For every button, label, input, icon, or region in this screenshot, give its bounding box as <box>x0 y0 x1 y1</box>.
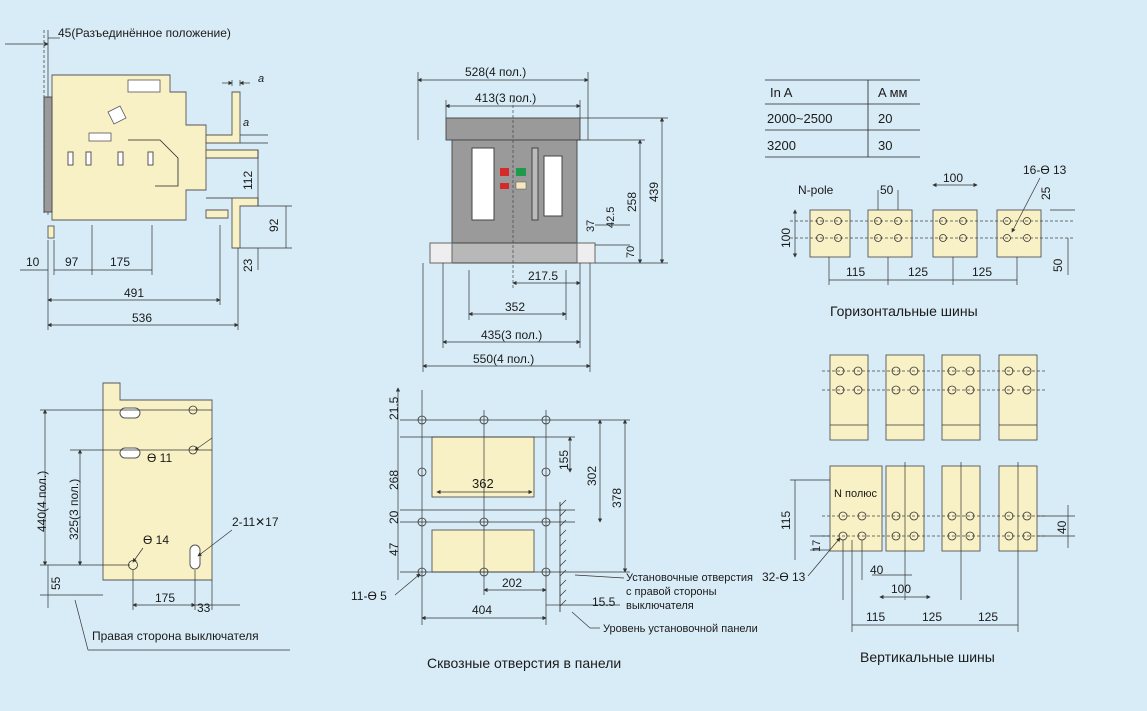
label-23: 23 <box>241 258 255 272</box>
label-h115: 115 <box>846 265 865 279</box>
label-37: 37 <box>585 220 597 232</box>
label-h125b: 125 <box>972 265 992 279</box>
label-v40a: 40 <box>870 563 884 577</box>
label-378: 378 <box>610 488 624 508</box>
table-header-a: A мм <box>878 85 908 100</box>
current-table: In A A мм 2000~2500 20 3200 30 <box>765 79 920 158</box>
label-404: 404 <box>472 603 492 617</box>
label-h100a: 100 <box>943 171 963 185</box>
label-right-side: Правая сторона выключателя <box>92 629 259 643</box>
mounting-side-view: 440(4 пол.) 325(3 пол.) Ө 11 Ө 14 2-11✕1… <box>35 382 290 651</box>
label-h100b: 100 <box>779 228 793 248</box>
label-a2: a <box>243 117 249 129</box>
table-cell-r1c2: 20 <box>878 111 892 126</box>
label-491: 491 <box>124 286 144 300</box>
label-d11: Ө 11 <box>147 451 172 465</box>
table-cell-r2c2: 30 <box>878 138 892 153</box>
label-362: 362 <box>472 476 494 491</box>
label-npole: N-pole <box>798 183 834 197</box>
side-view: 45(Разъединённое положение) a a 112 92 <box>5 26 292 330</box>
label-112: 112 <box>241 171 255 190</box>
label-175a: 175 <box>110 255 130 269</box>
label-217-5: 217.5 <box>528 269 558 283</box>
label-h25: 25 <box>1039 186 1053 200</box>
label-70: 70 <box>625 246 637 258</box>
label-435: 435(3 пол.) <box>481 328 542 342</box>
caption-horizontal: Горизонтальные шины <box>830 303 978 319</box>
label-v32: 32-Ө 13 <box>762 570 806 584</box>
label-holes11: 11-Ө 5 <box>351 589 387 603</box>
table-header-current: In A <box>770 85 793 100</box>
label-disconnected: 45(Разъединённое положение) <box>58 26 231 40</box>
front-view: 528(4 пол.) 413(3 пол.) 258 439 37 42.5 … <box>417 65 668 372</box>
label-352: 352 <box>505 300 525 314</box>
label-55: 55 <box>49 576 63 590</box>
label-92: 92 <box>267 218 281 232</box>
label-155: 155 <box>557 450 571 470</box>
label-10: 10 <box>26 255 40 269</box>
label-413: 413(3 пол.) <box>475 91 536 105</box>
label-h50b: 50 <box>1051 258 1065 272</box>
horizontal-busbars: N-pole 50 100 16-Ө 13 25 100 50 115 125 … <box>779 163 1075 319</box>
label-47: 47 <box>387 542 401 556</box>
label-v125b: 125 <box>978 610 998 624</box>
label-npolus: N полюс <box>834 488 878 500</box>
label-97: 97 <box>65 255 79 269</box>
label-v100: 100 <box>891 582 911 596</box>
label-h16: 16-Ө 13 <box>1023 163 1067 177</box>
label-550: 550(4 пол.) <box>473 352 534 366</box>
label-a1: a <box>258 73 264 85</box>
label-268: 268 <box>387 470 401 490</box>
label-20: 20 <box>387 510 401 524</box>
label-42-5: 42.5 <box>605 207 617 228</box>
label-302: 302 <box>585 466 599 486</box>
table-cell-r2c1: 3200 <box>767 138 796 153</box>
label-258: 258 <box>625 192 639 212</box>
label-325: 325(3 пол.) <box>67 479 81 540</box>
caption-vertical: Вертикальные шины <box>860 649 995 665</box>
label-439: 439 <box>647 182 661 202</box>
label-d14: Ө 14 <box>143 533 169 547</box>
label-528: 528(4 пол.) <box>465 65 526 79</box>
label-v40b: 40 <box>1055 520 1069 534</box>
label-mount-holes-1: Установочные отверстия <box>626 572 753 584</box>
label-440: 440(4 пол.) <box>35 471 49 532</box>
label-mount-holes-2: с правой стороны <box>626 586 717 598</box>
label-panel-level: Уровень установочной панели <box>603 623 758 635</box>
caption-panel: Сквозные отверстия в панели <box>427 655 621 671</box>
label-v125a: 125 <box>922 610 942 624</box>
panel-cutout: 21.5 268 20 47 155 302 378 362 202 404 1… <box>351 387 758 671</box>
label-21-5: 21.5 <box>387 396 401 420</box>
table-cell-r1c1: 2000~2500 <box>767 111 832 126</box>
vertical-busbars: N полюс 115 17 40 40 100 32-Ө 13 115 125… <box>762 354 1075 665</box>
label-v17: 17 <box>811 540 823 552</box>
label-mount-holes-3: выключателя <box>626 600 694 612</box>
label-h125a: 125 <box>908 265 928 279</box>
label-slot: 2-11✕17 <box>232 515 279 529</box>
label-202: 202 <box>502 576 522 590</box>
label-33: 33 <box>197 601 211 615</box>
label-v115b: 115 <box>866 610 885 624</box>
label-h50a: 50 <box>880 183 894 197</box>
label-175b: 175 <box>155 591 175 605</box>
label-v115: 115 <box>779 511 793 530</box>
label-15-5: 15.5 <box>592 595 616 609</box>
label-536: 536 <box>132 311 152 325</box>
